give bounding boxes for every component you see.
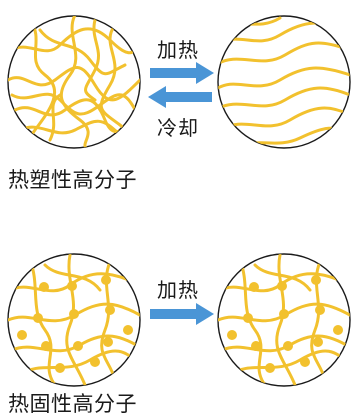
bottom-heat-label: 加热 bbox=[157, 278, 199, 302]
crosslink-nodes-right bbox=[227, 275, 343, 373]
cool-arrow-left bbox=[148, 86, 212, 108]
thermoset-caption: 热固性高分子 bbox=[8, 392, 137, 416]
thermoset-panel bbox=[7, 253, 351, 387]
top-cool-label: 冷却 bbox=[157, 116, 199, 140]
thermoplastic-tangled-circle bbox=[7, 15, 141, 149]
thermoplastic-caption: 热塑性高分子 bbox=[8, 168, 137, 192]
tangled-chains bbox=[8, 16, 140, 148]
thermoplastic-aligned-circle bbox=[217, 15, 351, 149]
thermoset-network-circle-right bbox=[217, 253, 351, 387]
top-heat-label: 加热 bbox=[157, 38, 199, 62]
thermoset-network-circle-left bbox=[7, 253, 141, 387]
heat-arrow-right bbox=[150, 62, 214, 84]
crosslink-nodes-left bbox=[17, 275, 133, 373]
heat-arrow-right-bottom bbox=[150, 303, 214, 325]
